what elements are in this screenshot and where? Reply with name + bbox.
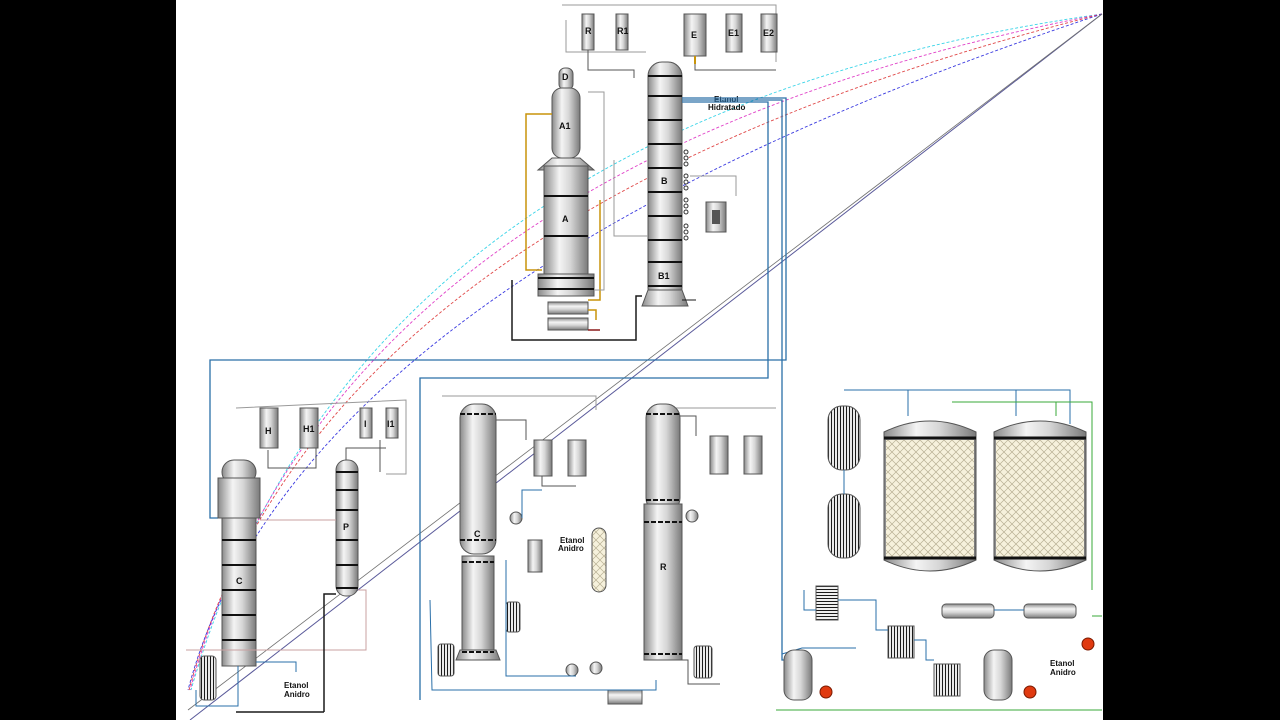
storage-tank-right-1[interactable] [783,649,813,701]
pump-middle-1[interactable] [565,663,579,677]
column-B[interactable]: B B1 [641,61,689,307]
horizontal-exchanger-2[interactable] [1023,603,1077,619]
label-B: B [661,176,668,186]
stream-label-etanol-hidratado-2: Hidratado [708,103,745,112]
label-E2: E2 [763,28,774,38]
reboiler-A[interactable] [547,301,589,331]
column-C-left[interactable]: C [217,459,261,667]
label-R-middle: R [660,562,667,572]
label-C-middle: C [474,529,481,539]
condenser-C-middle-1[interactable] [533,439,553,477]
label-H: H [265,426,272,436]
condenser-I1[interactable]: I1 [385,407,399,439]
column-P[interactable]: P [335,459,359,597]
stream-label-anidro-right-1: Etanol [1050,659,1074,668]
coil-exchanger-1[interactable] [815,585,839,621]
pump-red-3[interactable] [1081,637,1095,651]
distillation-section-left: H H1 I I1 C [186,399,407,713]
pump-red-1[interactable] [819,685,833,699]
label-R1: R1 [617,26,629,36]
condenser-H1[interactable]: H1 [299,407,319,449]
label-P: P [343,522,349,532]
label-E1: E1 [728,28,739,38]
storage-tank-right-2[interactable] [983,649,1013,701]
side-draw-valves [683,149,689,241]
sieve-vessel-1[interactable] [883,420,977,572]
condenser-I[interactable]: I [359,407,373,439]
adsorber-middle[interactable] [591,527,607,593]
condenser-E[interactable]: E [683,13,707,57]
pump-red-2[interactable] [1023,685,1037,699]
label-I1: I1 [387,419,395,429]
reboiler-R-middle[interactable] [693,645,713,679]
condenser-C-middle-2[interactable] [567,439,587,477]
dehydration-section-right: Etanol Anidro [776,389,1102,711]
label-D: D [562,72,569,82]
heat-exchanger-C-middle[interactable] [505,601,521,633]
sieve-vessel-2[interactable] [993,420,1087,572]
stream-label-anidro-left-1: Etanol [284,681,308,690]
cooler-anidro-middle[interactable] [527,539,543,573]
reboiler-C-middle[interactable] [437,643,455,677]
condenser-R-middle-2[interactable] [743,435,763,475]
condenser-R-middle-1[interactable] [709,435,729,475]
heat-exchanger-right-2[interactable] [827,493,861,559]
stream-label-anidro-middle-1: Etanol [560,536,584,545]
column-R-middle[interactable]: R [643,403,683,661]
condenser-E2[interactable]: E2 [760,13,778,53]
exchanger-bottom-middle[interactable] [607,689,643,705]
label-I: I [364,419,367,429]
stream-label-anidro-middle-2: Anidro [558,544,584,553]
distillation-section-middle: C Etanol Anidro [429,395,776,705]
label-B1: B1 [658,271,670,281]
column-A[interactable]: D A1 A [536,67,596,297]
diagram-svg: R R1 E E1 E2 D A1 [186,4,1103,720]
horizontal-exchanger-1[interactable] [941,603,995,619]
distillation-section-top: R R1 E E1 E2 D A1 [209,4,788,700]
label-R: R [585,26,592,36]
label-A: A [562,214,569,224]
diagonal-line-1 [189,13,1103,720]
label-H1: H1 [303,424,315,434]
process-flow-diagram: R R1 E E1 E2 D A1 [176,0,1103,720]
stream-label-anidro-right-2: Anidro [1050,668,1076,677]
reboiler-C-left[interactable] [199,655,217,701]
stream-label-anidro-left-2: Anidro [284,690,310,699]
condenser-R1[interactable]: R1 [615,13,629,51]
pump-C-middle[interactable] [509,511,523,525]
condenser-R[interactable]: R [581,13,595,51]
decanter-B[interactable] [705,201,727,233]
pump-middle-2[interactable] [589,661,603,675]
condenser-H[interactable]: H [259,407,279,449]
condenser-E1[interactable]: E1 [725,13,743,53]
label-E: E [691,30,697,40]
label-A1: A1 [559,121,571,131]
coil-exchanger-2[interactable] [887,625,915,659]
heat-exchanger-right-1[interactable] [827,405,861,471]
coil-exchanger-3[interactable] [933,663,961,697]
column-C-middle[interactable]: C [455,403,501,661]
label-C-left: C [236,576,243,586]
pump-R-middle[interactable] [685,509,699,523]
